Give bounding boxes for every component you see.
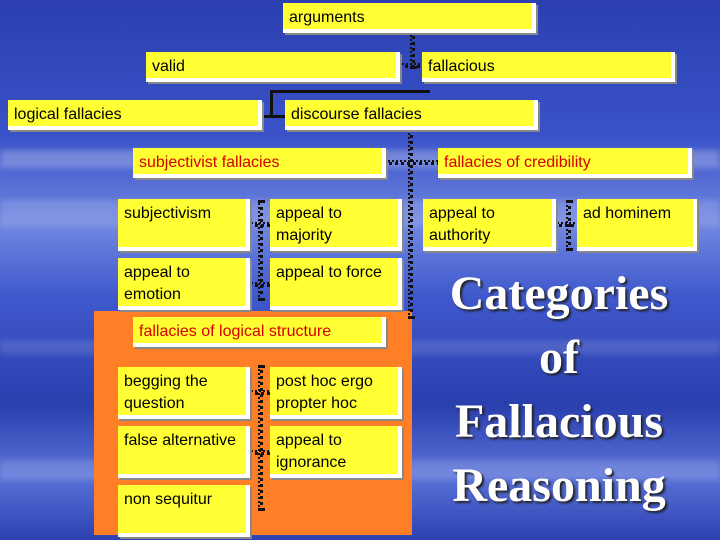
- node-appeal-to-authority: appeal to authority: [423, 199, 556, 251]
- node-fallacies-of-credibility: fallacies of credibility: [438, 148, 692, 178]
- node-post-hoc-ergo-propter-hoc: post hoc ergo propter hoc: [270, 367, 402, 419]
- node-subjectivism: subjectivism: [118, 199, 250, 251]
- title-line: Fallacious: [454, 395, 663, 448]
- connector: [270, 90, 430, 93]
- title-line: Reasoning: [452, 459, 666, 512]
- node-appeal-to-ignorance: appeal to ignorance: [270, 426, 402, 478]
- node-appeal-to-force: appeal to force: [270, 258, 402, 310]
- node-subjectivist-fallacies: subjectivist fallacies: [133, 148, 386, 178]
- node-logical-fallacies: logical fallacies: [8, 100, 262, 130]
- slide-title: Categories of Fallacious Reasoning: [428, 262, 690, 518]
- connector: [270, 90, 273, 118]
- node-appeal-to-emotion: appeal to emotion: [118, 258, 250, 310]
- node-arguments: arguments: [283, 3, 536, 33]
- connector: [408, 128, 413, 319]
- title-line: of: [539, 331, 579, 384]
- connector: [258, 200, 263, 301]
- connector: [384, 160, 446, 165]
- node-appeal-to-majority: appeal to majority: [270, 199, 402, 251]
- node-fallacious: fallacious: [422, 52, 675, 82]
- node-non-sequitur: non sequitur: [118, 485, 250, 537]
- connector: [260, 115, 288, 118]
- connector: [258, 365, 263, 511]
- node-valid: valid: [146, 52, 400, 82]
- node-discourse-fallacies: discourse fallacies: [285, 100, 538, 130]
- node-false-alternative: false alternative: [118, 426, 250, 478]
- title-line: Categories: [449, 267, 669, 320]
- node-begging-the-question: begging the question: [118, 367, 250, 419]
- node-ad-hominem: ad hominem: [577, 199, 697, 251]
- node-fallacies-of-logical-structure: fallacies of logical structure: [133, 317, 386, 347]
